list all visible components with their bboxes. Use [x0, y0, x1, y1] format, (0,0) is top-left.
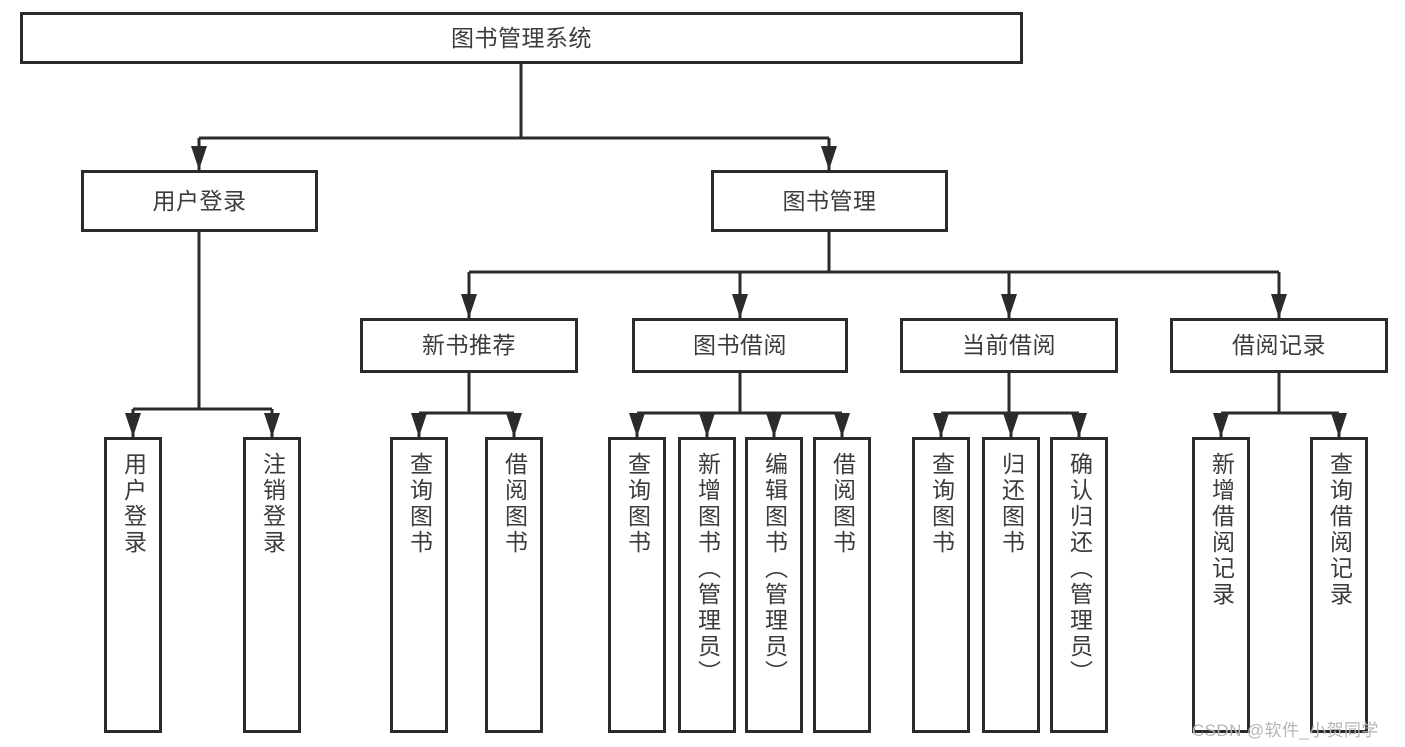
arrowhead-icon — [461, 294, 477, 318]
arrowhead-icon — [766, 413, 782, 437]
node-label-leaf-borrow-book-1: 借阅图书 — [501, 452, 528, 556]
arrowhead-icon — [1331, 413, 1347, 437]
arrowhead-icon — [1213, 413, 1229, 437]
node-leaf-query-book-2[interactable]: 查询图书 — [608, 437, 666, 733]
arrowhead-icon — [1071, 413, 1087, 437]
arrowhead-icon — [264, 413, 280, 437]
node-label-leaf-query-record: 查询借阅记录 — [1326, 452, 1353, 608]
arrowhead-icon — [699, 413, 715, 437]
arrowhead-icon — [732, 294, 748, 318]
node-book-manage[interactable]: 图书管理 — [711, 170, 948, 232]
arrowhead-icon — [1003, 413, 1019, 437]
node-leaf-query-book-1[interactable]: 查询图书 — [390, 437, 448, 733]
node-leaf-borrow-book-2[interactable]: 借阅图书 — [813, 437, 871, 733]
csdn-watermark: CSDN @软件_小贺同学 — [1192, 721, 1379, 740]
node-label-leaf-query-book-2: 查询图书 — [624, 452, 651, 556]
arrowhead-icon — [629, 413, 645, 437]
node-label-leaf-query-book-3: 查询图书 — [928, 452, 955, 556]
node-new-book-rec[interactable]: 新书推荐 — [360, 318, 578, 373]
arrowhead-icon — [821, 146, 837, 170]
node-root[interactable]: 图书管理系统 — [20, 12, 1023, 64]
node-leaf-confirm-return[interactable]: 确认归还（管理员） — [1050, 437, 1108, 733]
node-borrow-record[interactable]: 借阅记录 — [1170, 318, 1388, 373]
node-leaf-add-record[interactable]: 新增借阅记录 — [1192, 437, 1250, 733]
node-label-leaf-confirm-return: 确认归还（管理员） — [1066, 452, 1093, 686]
node-leaf-add-book[interactable]: 新增图书（管理员） — [678, 437, 736, 733]
arrowhead-icon — [506, 413, 522, 437]
node-label-leaf-user-logout: 注销登录 — [259, 452, 286, 556]
node-leaf-edit-book[interactable]: 编辑图书（管理员） — [745, 437, 803, 733]
node-label-leaf-user-login: 用户登录 — [120, 452, 147, 556]
arrowhead-icon — [1271, 294, 1287, 318]
node-label-borrow-record: 借阅记录 — [1232, 332, 1326, 359]
node-label-leaf-add-book: 新增图书（管理员） — [694, 452, 721, 686]
arrowhead-icon — [411, 413, 427, 437]
node-label-current-borrow: 当前借阅 — [962, 332, 1056, 359]
node-label-book-borrow: 图书借阅 — [693, 332, 787, 359]
arrowhead-icon — [834, 413, 850, 437]
node-label-root: 图书管理系统 — [451, 24, 592, 51]
node-label-leaf-query-book-1: 查询图书 — [406, 452, 433, 556]
arrowhead-icon — [125, 413, 141, 437]
node-leaf-borrow-book-1[interactable]: 借阅图书 — [485, 437, 543, 733]
node-label-new-book-rec: 新书推荐 — [422, 332, 516, 359]
node-label-book-manage: 图书管理 — [782, 187, 877, 214]
node-label-user-login: 用户登录 — [152, 187, 247, 214]
node-current-borrow[interactable]: 当前借阅 — [900, 318, 1118, 373]
node-label-leaf-add-record: 新增借阅记录 — [1208, 452, 1235, 608]
node-label-leaf-borrow-book-2: 借阅图书 — [829, 452, 856, 556]
arrowhead-icon — [191, 146, 207, 170]
node-label-leaf-edit-book: 编辑图书（管理员） — [761, 452, 788, 686]
arrowhead-icon — [1001, 294, 1017, 318]
node-label-leaf-return-book: 归还图书 — [998, 452, 1025, 556]
node-user-login[interactable]: 用户登录 — [81, 170, 318, 232]
node-leaf-query-book-3[interactable]: 查询图书 — [912, 437, 970, 733]
node-book-borrow[interactable]: 图书借阅 — [632, 318, 848, 373]
arrowhead-icon — [933, 413, 949, 437]
node-leaf-user-logout[interactable]: 注销登录 — [243, 437, 301, 733]
node-leaf-return-book[interactable]: 归还图书 — [982, 437, 1040, 733]
node-leaf-query-record[interactable]: 查询借阅记录 — [1310, 437, 1368, 733]
node-leaf-user-login[interactable]: 用户登录 — [104, 437, 162, 733]
